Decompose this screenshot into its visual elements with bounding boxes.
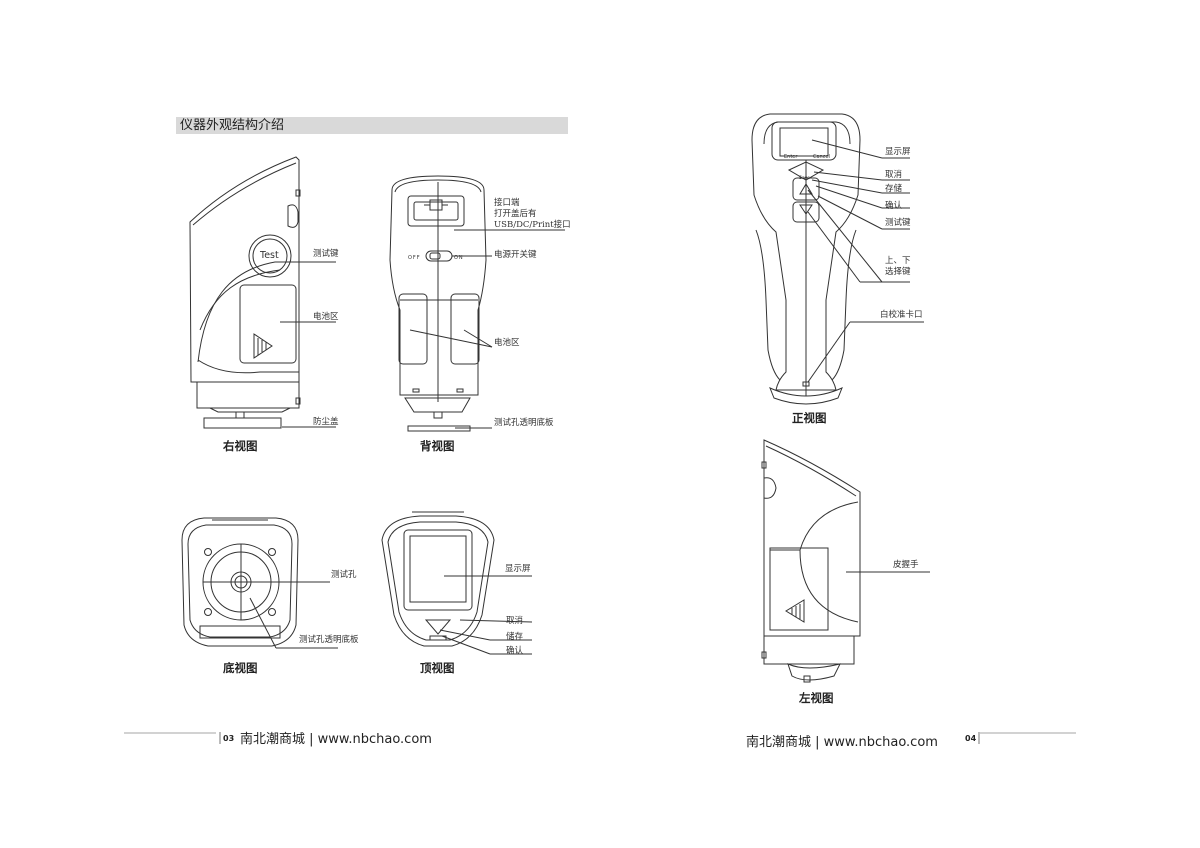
label-top-save: 储存: [506, 632, 524, 642]
label-back-bottom-plate: 测试孔透明底板: [494, 418, 554, 428]
page-number-right: 04: [965, 734, 977, 743]
left-view-drawing: [761, 439, 930, 683]
label-front-updown-2: 选择键: [885, 267, 911, 277]
label-left-grip: 皮握手: [893, 560, 919, 570]
off-text: OFF: [408, 255, 421, 261]
test-button-text: Test: [260, 250, 279, 261]
label-back-power: 电源开关键: [494, 250, 537, 260]
footer-right: 南北潮商城 | www.nbchao.com: [746, 735, 938, 750]
label-bottom-hole: 测试孔: [331, 570, 357, 580]
cancel-text: Cancel: [813, 154, 830, 160]
caption-back-view: 背视图: [420, 439, 455, 453]
save-text: Save: [799, 176, 811, 181]
label-top-display: 显示屏: [505, 564, 531, 574]
page-number-left: 03: [223, 734, 235, 743]
label-top-cancel: 取消: [506, 616, 524, 626]
caption-top-view: 顶视图: [420, 661, 455, 675]
label-front-cancel: 取消: [885, 170, 903, 180]
label-front-white-slot: 白校准卡口: [880, 310, 923, 320]
bottom-view-drawing: [181, 517, 338, 649]
back-view-drawing: [389, 175, 565, 432]
enter-text: Enter: [784, 154, 798, 160]
caption-bottom-view: 底视图: [223, 661, 258, 675]
label-back-port-2: 打开盖后有: [494, 209, 537, 219]
caption-left-view: 左视图: [799, 691, 834, 705]
label-top-confirm: 确认: [506, 646, 524, 656]
top-view-drawing: [381, 511, 533, 655]
caption-front-view: 正视图: [792, 411, 827, 425]
label-bottom-plate: 测试孔透明底板: [299, 635, 359, 645]
label-front-test-key: 测试键: [885, 218, 911, 228]
right-view-drawing: [189, 156, 336, 429]
label-right-test-key: 测试键: [313, 249, 339, 259]
caption-right-view: 右视图: [223, 439, 258, 453]
label-right-battery: 电池区: [313, 312, 339, 322]
label-front-display: 显示屏: [885, 147, 911, 157]
front-view-drawing: [751, 113, 924, 405]
label-front-save: 存储: [885, 184, 903, 194]
section-title: 仪器外观结构介绍: [176, 117, 568, 134]
footer-left: 南北潮商城 | www.nbchao.com: [240, 732, 432, 747]
label-front-updown-1: 上、下: [885, 256, 911, 266]
label-back-port-1: 接口端: [494, 198, 520, 208]
on-text: ON: [454, 255, 464, 261]
label-right-dust-cover: 防尘盖: [313, 417, 339, 427]
label-front-confirm: 确认: [885, 201, 903, 211]
label-back-port-3: USB/DC/Print接口: [494, 220, 571, 230]
label-back-battery: 电池区: [494, 338, 520, 348]
